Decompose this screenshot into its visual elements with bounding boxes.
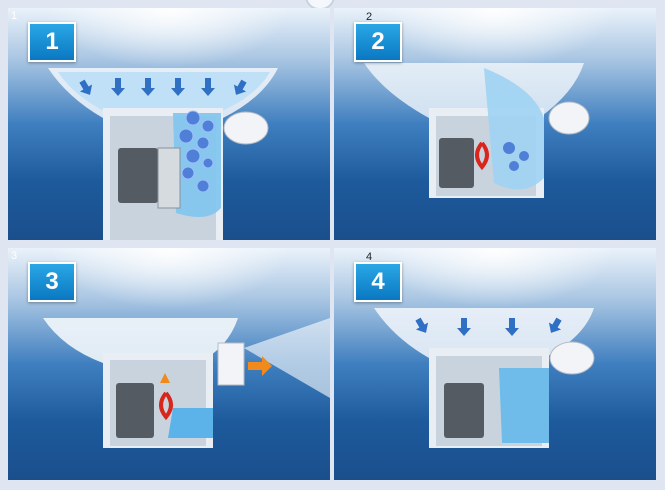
step-panel-3: 3 3 bbox=[8, 248, 330, 480]
motor bbox=[118, 148, 158, 203]
outlet bbox=[218, 343, 244, 385]
step-marker: 1 bbox=[11, 10, 17, 22]
water-jet bbox=[244, 318, 330, 398]
water-column bbox=[499, 368, 549, 443]
step-marker: 2 bbox=[366, 11, 372, 23]
outlet bbox=[224, 112, 268, 144]
step-badge: 4 bbox=[354, 262, 402, 302]
step-panel-2: 2 2 bbox=[334, 8, 656, 240]
motor bbox=[444, 383, 484, 438]
motor bbox=[116, 383, 154, 438]
water-column bbox=[168, 408, 213, 438]
step-panel-4: 4 4 bbox=[334, 248, 656, 480]
step-badge: 3 bbox=[28, 262, 76, 302]
outlet bbox=[550, 342, 594, 374]
step-marker: 3 bbox=[11, 250, 17, 262]
step-badge: 2 bbox=[354, 22, 402, 62]
step-panel-1: 1 1 bbox=[8, 8, 330, 240]
motor bbox=[439, 138, 474, 188]
step-marker: 4 bbox=[366, 251, 372, 263]
outlet bbox=[549, 102, 589, 134]
step-badge: 1 bbox=[28, 22, 76, 62]
